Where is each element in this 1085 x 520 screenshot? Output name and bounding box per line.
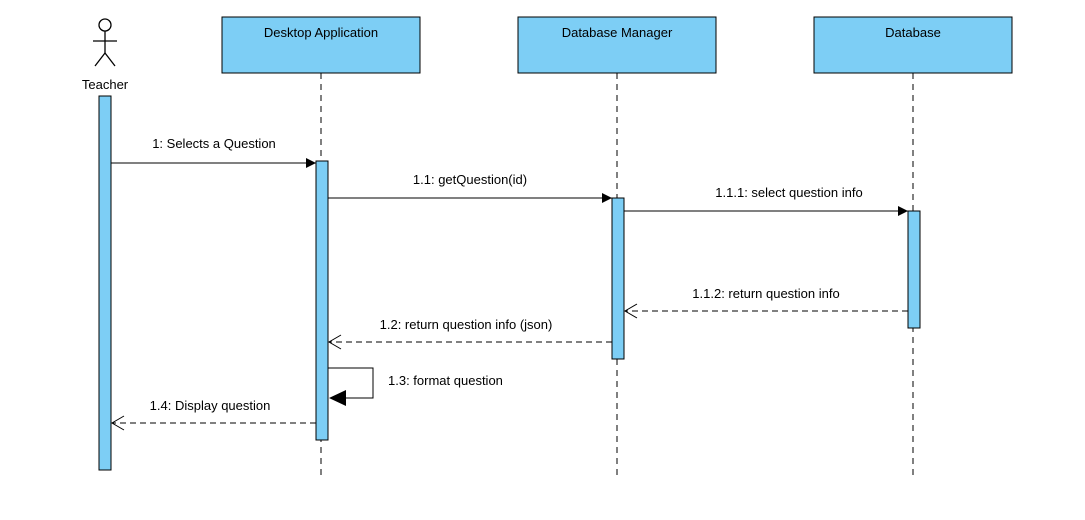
lifeline-desktop-application: Desktop Application [221,16,421,74]
message-label: 1.2: return question info (json) [380,317,553,332]
lifeline-title: Database [885,25,941,40]
message-label: 1.1: getQuestion(id) [413,172,527,187]
message-1-3: 1.3: format question [328,367,503,406]
message-1-1-1: 1.1.1: select question info [624,185,908,216]
message-1-1-2: 1.1.2: return question info [624,286,908,319]
message-label: 1: Selects a Question [152,136,276,151]
message-1-4: 1.4: Display question [111,398,316,431]
lifeline-database: Database [813,16,1013,74]
message-label: 1.4: Display question [150,398,271,413]
actor-label: Teacher [82,77,129,92]
lifeline-database-manager: Database Manager [517,16,717,74]
activation-teacher [98,95,112,471]
lifeline-title: Desktop Application [264,25,378,40]
message-1-2: 1.2: return question info (json) [328,317,612,350]
message-label: 1.1.2: return question info [692,286,839,301]
lifeline-title: Database Manager [562,25,673,40]
actor-head-icon [98,18,112,32]
teacher-actor: Teacher [82,18,129,92]
message-label: 1.3: format question [388,373,503,388]
message-1-1: 1.1: getQuestion(id) [328,172,612,203]
activation-dbm [611,197,625,360]
message-label: 1.1.1: select question info [715,185,862,200]
activation-app [315,160,329,441]
message-1: 1: Selects a Question [111,136,316,168]
activation-db [907,210,921,329]
